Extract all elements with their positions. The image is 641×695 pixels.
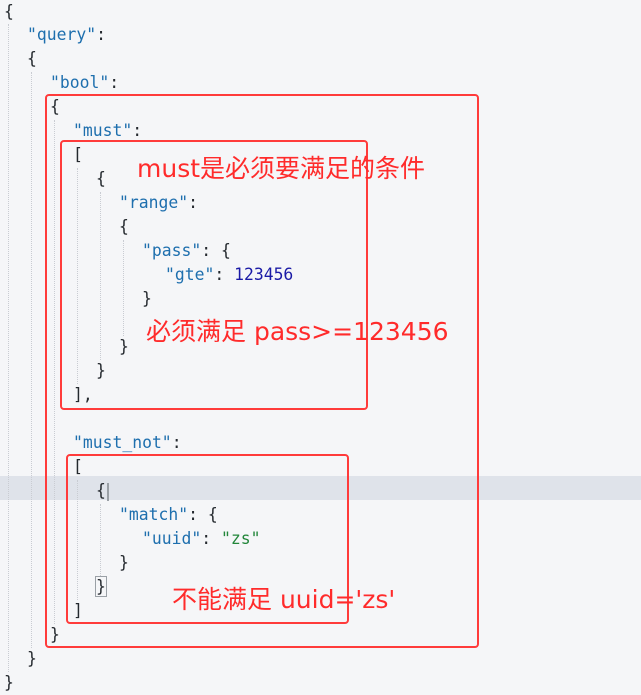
indent-guide [123, 240, 124, 336]
json-punct: { [96, 481, 106, 500]
code-line: "gte": 123456 [165, 263, 293, 287]
code-line: "match": { [119, 503, 218, 527]
code-line: [ [73, 457, 83, 476]
json-punct: : { [201, 241, 231, 260]
json-punct: : { [188, 505, 218, 524]
json-key: "bool" [50, 73, 110, 92]
code-line: { [4, 2, 14, 21]
json-key: "gte" [165, 265, 215, 284]
code-line: } [96, 361, 106, 380]
indent-guide [77, 480, 78, 600]
json-key: "range" [119, 193, 189, 212]
json-key: "pass" [142, 241, 202, 260]
json-key: "match" [119, 505, 189, 524]
current-line-highlight [0, 476, 641, 500]
text-cursor [106, 482, 109, 501]
code-line: } [50, 625, 60, 644]
code-line: ] [73, 601, 83, 620]
code-line: ], [73, 385, 93, 404]
json-key: "uuid" [142, 529, 202, 548]
code-line: "must_not": [73, 431, 182, 455]
code-line: "pass": { [142, 239, 231, 263]
matched-brace: } [95, 576, 107, 597]
bool-highlight-box [45, 94, 479, 648]
code-line: } [4, 673, 14, 692]
code-line: [ [73, 145, 83, 164]
code-line: "range": [119, 191, 198, 215]
json-punct: : [109, 73, 120, 92]
json-punct: : [214, 265, 235, 284]
json-punct: : [188, 193, 198, 212]
must-title-annotation: must是必须要满足的条件 [137, 154, 426, 183]
json-number-value: 123456 [234, 265, 294, 284]
code-line: { [96, 479, 109, 503]
code-line: } [119, 553, 129, 572]
must-highlight-box [60, 140, 368, 410]
code-line: } [95, 575, 107, 599]
json-key: "query" [27, 25, 97, 44]
indent-guide [100, 504, 101, 576]
code-line: "bool": [50, 71, 119, 95]
json-key: "must_not" [73, 433, 172, 452]
json-key: "must" [73, 121, 133, 140]
indent-guide [54, 120, 55, 624]
code-line: "uuid": "zs" [142, 527, 260, 551]
code-line: "query": [27, 23, 106, 47]
json-punct: : [132, 121, 143, 140]
code-line: { [119, 217, 129, 236]
code-line: } [27, 649, 37, 668]
code-line: { [50, 97, 60, 116]
json-punct: : [171, 433, 182, 452]
code-line: { [96, 169, 106, 188]
must-not-detail-annotation: 不能满足 uuid='zs' [172, 585, 396, 614]
json-string-value: "zs" [220, 529, 261, 548]
must-not-highlight-box [66, 454, 349, 624]
json-punct: : [96, 25, 106, 44]
code-line: "must": [73, 119, 142, 143]
indent-guide [100, 192, 101, 360]
indent-guide [77, 168, 78, 384]
must-detail-annotation: 必须满足 pass>=123456 [146, 317, 449, 346]
json-punct: : [201, 529, 221, 548]
code-line: } [119, 337, 129, 356]
code-line: { [27, 49, 37, 68]
code-line: } [142, 289, 152, 308]
indent-guide [8, 24, 9, 672]
indent-guide [31, 72, 32, 648]
